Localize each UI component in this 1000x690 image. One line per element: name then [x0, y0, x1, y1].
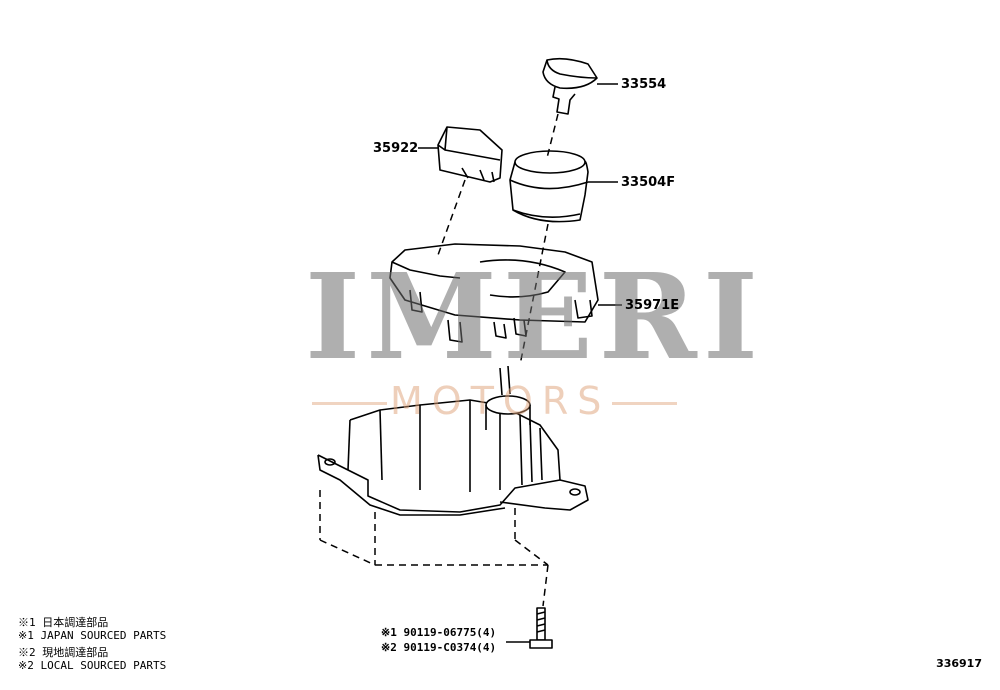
housing-drawing — [389, 243, 622, 343]
watermark-line-right — [612, 402, 677, 405]
watermark-line-left — [312, 402, 387, 405]
assembly-line-base-front — [319, 539, 376, 566]
assembly-line-bolt — [542, 564, 549, 607]
part-label-knob[interactable]: 33554 — [621, 77, 667, 92]
part-label-boot[interactable]: 33504F — [621, 175, 676, 190]
note-japan-en: ※1 JAPAN SOURCED PARTS — [18, 629, 167, 642]
base-assembly-drawing — [317, 365, 589, 516]
note-japan-jp: ※1 日本調達部品 — [18, 616, 109, 629]
figure-number: 336917 — [936, 657, 982, 670]
assembly-line-knob — [546, 113, 559, 159]
part-label-bracket[interactable]: 35922 — [373, 141, 419, 156]
assembly-line-bracket — [437, 179, 466, 256]
part-label-housing[interactable]: 35971E — [625, 298, 680, 313]
note-local-en: ※2 LOCAL SOURCED PARTS — [18, 659, 167, 672]
bolt-drawing — [506, 607, 553, 649]
fastener-local[interactable]: ※2 90119-C0374(4) — [381, 641, 497, 654]
assembly-line-base-right2 — [514, 539, 549, 566]
bracket-drawing — [418, 126, 503, 183]
fastener-japan[interactable]: ※1 90119-06775(4) — [381, 626, 497, 639]
note-local-jp: ※2 現地調達部品 — [18, 646, 109, 659]
shift-knob-drawing — [542, 57, 618, 115]
shift-boot-drawing — [509, 150, 618, 223]
